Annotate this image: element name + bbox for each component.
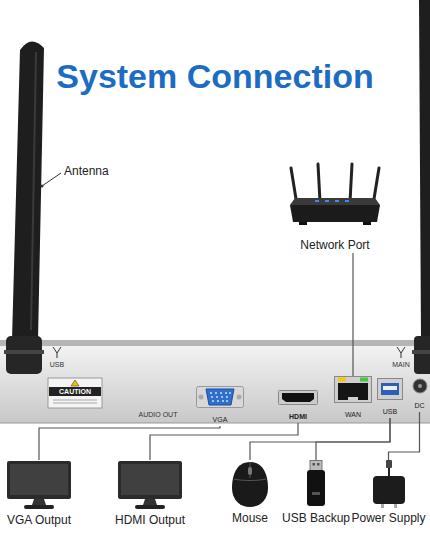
mouse-icon	[230, 460, 270, 508]
antenna-symbol	[53, 347, 405, 358]
cable-line	[39, 426, 220, 460]
adapter-icon	[367, 460, 411, 508]
leader-line	[41, 173, 62, 188]
usb-icon	[377, 378, 403, 400]
node-label: VGA Output	[7, 514, 71, 528]
cable-line	[389, 412, 420, 460]
node-label: HDMI	[289, 413, 307, 421]
network-router: Network Port	[285, 160, 385, 253]
stick-icon	[304, 460, 328, 508]
caution-sticker	[48, 378, 102, 408]
diagram-title: System Connection	[0, 58, 430, 95]
node-label: USB	[383, 408, 397, 416]
node-label: HDMI Output	[115, 514, 185, 528]
usb-mouse: Mouse	[222, 460, 278, 526]
hdmi-port: HDMI	[278, 390, 318, 423]
left-antenna	[4, 41, 44, 374]
warning-label: CAUTION	[48, 388, 102, 395]
port-name: AUDIO OUT	[136, 411, 180, 418]
usb-flash-drive: USB Backup	[280, 460, 353, 526]
part-name: Antenna	[64, 165, 124, 177]
node-label: DC	[414, 402, 424, 410]
wan-port: WAN	[334, 376, 372, 421]
router-icon	[285, 160, 385, 235]
cable-line	[316, 418, 390, 460]
node-label: Power Supply	[351, 512, 425, 526]
nvr-panel	[0, 340, 430, 423]
node-label: WAN	[345, 411, 361, 419]
hdmi-monitor: HDMI Output	[112, 460, 188, 528]
port-name: MAIN	[390, 361, 412, 368]
monitor-icon	[117, 460, 183, 510]
port-name: USB	[47, 361, 67, 368]
vga-icon	[196, 386, 244, 408]
dc-power-port: DC	[411, 378, 428, 412]
right-antenna	[412, 0, 430, 374]
cable-line	[352, 253, 353, 376]
rj45-icon	[334, 376, 372, 403]
monitor-icon	[6, 460, 72, 510]
usb-port: USB	[377, 378, 403, 418]
dc-icon	[412, 378, 428, 394]
cable-line	[250, 418, 390, 460]
power-adapter: Power Supply	[349, 460, 428, 526]
hdmi-icon	[278, 390, 318, 405]
vga-port: VGA	[196, 386, 244, 426]
node-label: Mouse	[232, 512, 268, 526]
node-label: USB Backup	[282, 512, 350, 526]
node-label: VGA	[213, 416, 228, 424]
node-label: Network Port	[300, 239, 369, 253]
vga-monitor: VGA Output	[4, 460, 74, 528]
